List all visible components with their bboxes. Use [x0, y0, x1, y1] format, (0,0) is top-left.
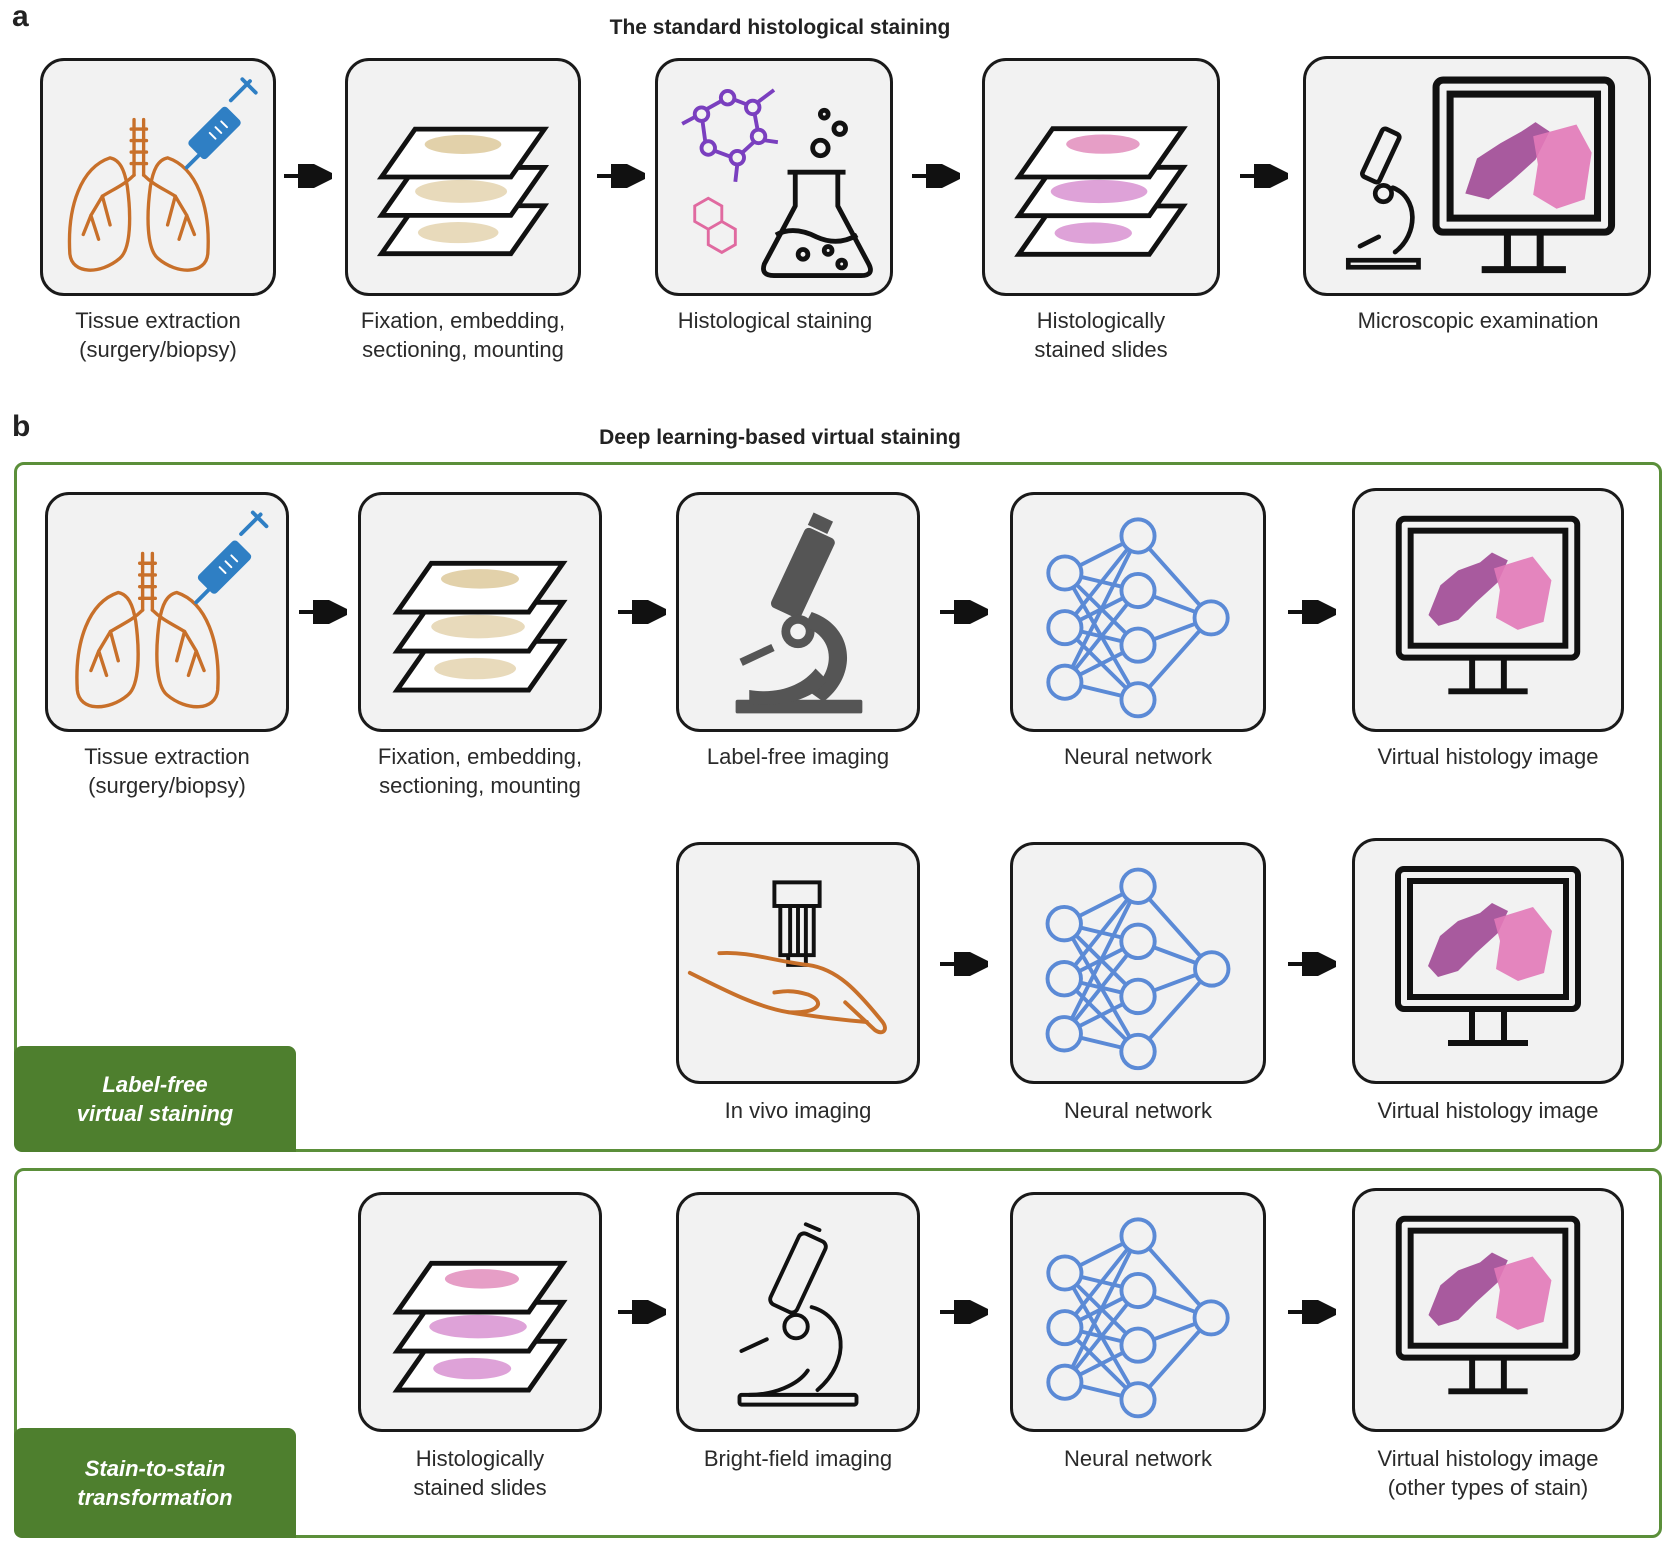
microscope-monitor-icon [1306, 59, 1648, 293]
monitor-icon [1355, 1191, 1621, 1429]
arrow-icon [618, 1300, 666, 1324]
step-tissue-extraction [40, 58, 276, 296]
microscope-icon [679, 495, 917, 729]
arrow-icon [284, 164, 332, 188]
lf-step-virtual-histology [1352, 488, 1624, 732]
lf2-step-neural-network [1010, 842, 1266, 1084]
arrow-icon [1240, 164, 1288, 188]
lungs-syringe-icon [43, 61, 273, 293]
lf-step-fixation [358, 492, 602, 732]
lungs-syringe-icon [48, 495, 286, 729]
step-histological-staining [655, 58, 893, 296]
lf2-caption-in-vivo-imaging: In vivo imaging [724, 1098, 872, 1123]
step-fixation [345, 58, 581, 296]
caption-histological-staining: Histological staining [677, 308, 873, 333]
stained-slides-icon [361, 1195, 599, 1429]
step-microscopic-examination [1303, 56, 1651, 296]
stained-slides-icon [985, 61, 1217, 293]
unstained-slides-icon [361, 495, 599, 729]
arrow-icon [912, 164, 960, 188]
monitor-icon [1355, 841, 1621, 1081]
arrow-icon [940, 952, 988, 976]
sts-step-bright-field-imaging [676, 1192, 920, 1432]
lf2-caption-virtual-histology: Virtual histology image [1377, 1098, 1599, 1123]
neural-network-icon [1013, 1195, 1263, 1429]
unstained-slides-icon [348, 61, 578, 293]
sts-step-virtual-histology [1352, 1188, 1624, 1432]
neural-network-icon [1013, 845, 1263, 1081]
lf2-caption-neural-network: Neural network [1064, 1098, 1212, 1123]
panel-a-title: The standard histological staining [609, 16, 951, 39]
label-free-group [14, 462, 1662, 1152]
lf2-step-virtual-histology [1352, 838, 1624, 1084]
lf-caption-fixation: Fixation, embedding,sectioning, mounting [377, 744, 583, 798]
monitor-icon [1355, 491, 1621, 729]
lf-caption-neural-network: Neural network [1064, 744, 1212, 769]
caption-fixation: Fixation, embedding,sectioning, mounting [360, 308, 566, 362]
lf-step-tissue-extraction [45, 492, 289, 732]
panel-b-letter: b [12, 410, 31, 443]
arrow-icon [597, 164, 645, 188]
sts-caption-virtual-histology: Virtual histology image(other types of s… [1377, 1446, 1599, 1500]
chemistry-flask-icon [658, 61, 890, 293]
arrow-icon [940, 1300, 988, 1324]
arrow-icon [1288, 1300, 1336, 1324]
lf-step-in-vivo-imaging [676, 842, 920, 1084]
lf-step-neural-network [1010, 492, 1266, 732]
neural-network-icon [1013, 495, 1263, 729]
arrow-icon [618, 600, 666, 624]
step-stained-slides [982, 58, 1220, 296]
panel-b-title: Deep learning-based virtual staining [599, 426, 961, 449]
sts-step-neural-network [1010, 1192, 1266, 1432]
sts-caption-neural-network: Neural network [1064, 1446, 1212, 1471]
hand-probe-icon [679, 845, 917, 1081]
lf-caption-tissue-extraction: Tissue extraction(surgery/biopsy) [84, 744, 250, 798]
caption-tissue-extraction: Tissue extraction(surgery/biopsy) [75, 308, 241, 362]
microscope-icon [679, 1195, 917, 1429]
caption-microscopic-examination: Microscopic examination [1357, 308, 1599, 333]
arrow-icon [1288, 952, 1336, 976]
panel-a-letter: a [12, 0, 29, 33]
lf-caption-label-free-imaging: Label-free imaging [706, 744, 890, 769]
arrow-icon [299, 600, 347, 624]
lf-caption-virtual-histology: Virtual histology image [1377, 744, 1599, 769]
sts-caption-bright-field-imaging: Bright-field imaging [703, 1446, 893, 1471]
sts-step-stained-slides [358, 1192, 602, 1432]
arrow-icon [940, 600, 988, 624]
stain-to-stain-group [14, 1168, 1662, 1538]
lf-step-label-free-imaging [676, 492, 920, 732]
arrow-icon [1288, 600, 1336, 624]
